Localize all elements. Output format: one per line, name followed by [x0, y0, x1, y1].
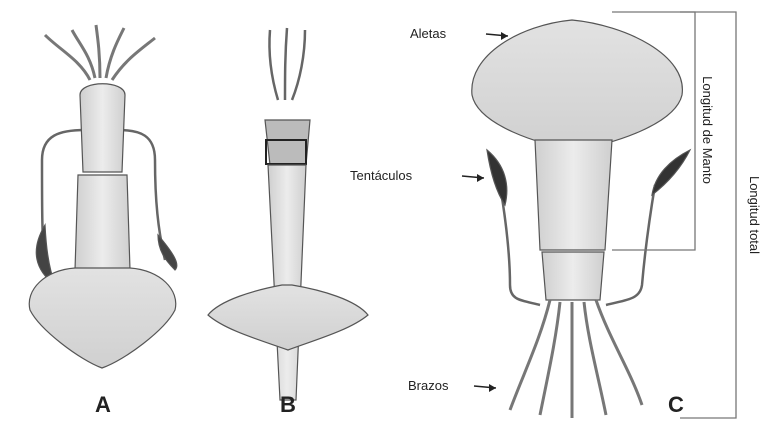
panel-label-a: A [95, 392, 111, 417]
total-length-label: Longitud total [747, 176, 762, 254]
callout-arms-arrowhead [489, 384, 496, 392]
panel-label-b: B [280, 392, 296, 417]
callout-tentacles: Tentáculos [350, 168, 484, 183]
squid-b-arms [269, 28, 305, 100]
squid-c-tentacle-club-left [487, 150, 507, 205]
callout-tentacles-label: Tentáculos [350, 168, 413, 183]
callout-fins-arrowhead [501, 32, 508, 40]
callout-fins: Aletas [410, 26, 508, 41]
panel-label-c: C [668, 392, 684, 417]
squid-a-head [80, 84, 125, 172]
callout-fins-label: Aletas [410, 26, 447, 41]
callout-arms: Brazos [408, 378, 496, 393]
squid-b-head [265, 120, 310, 165]
callout-arms-label: Brazos [408, 378, 449, 393]
squid-c [472, 20, 690, 418]
squid-a-mantle [75, 175, 130, 270]
squid-c-mantle [535, 140, 612, 250]
squid-c-head [542, 252, 604, 300]
squid-a-fin [29, 268, 176, 368]
squid-a-tentacle-club-right [158, 235, 177, 270]
squid-b-mantle [268, 165, 306, 400]
squid-c-fin [472, 20, 683, 150]
total-length-bracket [680, 12, 736, 418]
mantle-length-label: Longitud de Manto [700, 76, 715, 184]
squid-b [208, 28, 368, 400]
squid-a-arms [45, 25, 155, 80]
squid-c-tentacle-club-right [652, 150, 690, 195]
callout-tentacles-arrowhead [477, 174, 484, 182]
squid-b-fin [208, 285, 368, 350]
squid-a [29, 25, 177, 368]
squid-c-arms [510, 300, 642, 418]
